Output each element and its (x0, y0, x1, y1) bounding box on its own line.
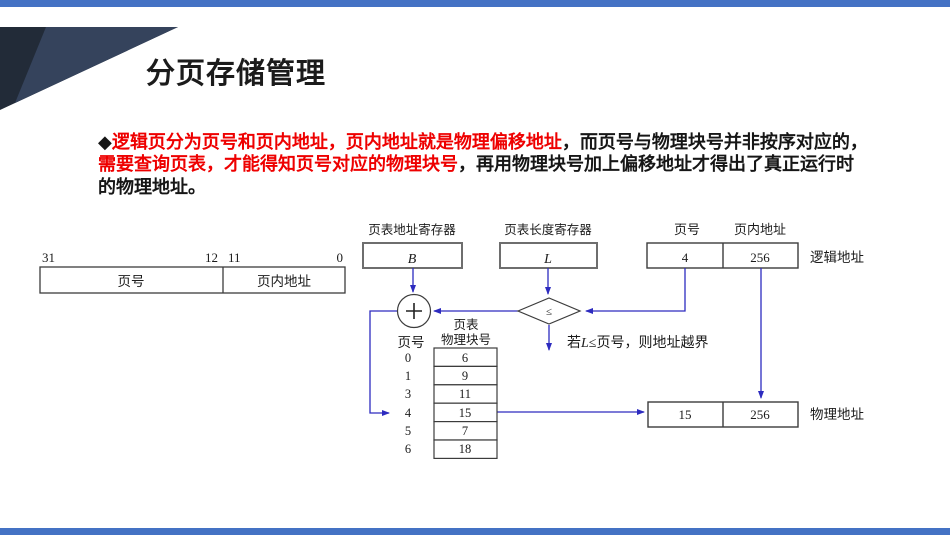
body-black-segment-3: 的物理地址。 (98, 176, 206, 197)
block-number: 18 (459, 442, 472, 456)
bitfield-rect (39, 266, 346, 294)
bit-31-label: 31 (42, 250, 55, 265)
plus-icon (406, 303, 422, 319)
adder-page-label: 页号 (398, 335, 425, 350)
compare-diamond (516, 297, 582, 325)
bit-11-label: 11 (228, 250, 241, 265)
logical-offset-value: 256 (750, 250, 770, 265)
body-black-segment-1: ，而页号与物理块号并非按序对应的， (561, 132, 868, 152)
page-table-row (433, 439, 498, 459)
logical-address-caption: 逻辑地址 (810, 250, 864, 265)
block-number: 7 (462, 424, 468, 438)
reg-b-value: B (408, 252, 417, 267)
page-number: 0 (405, 351, 411, 365)
page-table-block-numbers: 6 9 11 15 7 18 (459, 351, 472, 456)
logical-page-label: 页号 (674, 222, 700, 237)
bit-0-label: 0 (337, 250, 344, 265)
page-table-page-numbers: 0 1 3 4 5 6 (405, 351, 412, 456)
bitfield-offset-cell: 页内地址 (257, 274, 311, 289)
reg-l-box (499, 242, 598, 269)
bottom-accent-bar (0, 528, 950, 535)
body-red-segment-2: 需要查询页表，才能得知页号对应的物理块号 (98, 154, 458, 175)
body-paragraph: ◆逻辑页分为页号和页内地址，页内地址就是物理偏移地址，而页号与物理块号并非按序对… (98, 131, 868, 198)
flow-lines (369, 268, 764, 416)
page-table-title-2: 物理块号 (441, 333, 491, 347)
block-number: 9 (462, 369, 468, 383)
block-number: 15 (459, 406, 472, 420)
slide-title: 分页存储管理 (146, 58, 327, 90)
block-number: 6 (462, 351, 468, 365)
corner-triangle-light (15, 27, 178, 103)
page-number: 6 (405, 442, 411, 456)
leq-icon: ≤ (546, 306, 552, 318)
page-number: 4 (405, 406, 412, 420)
reg-l-label: 页表长度寄存器 (504, 222, 592, 237)
physical-offset-value: 256 (750, 407, 770, 422)
physical-block-value: 15 (679, 407, 692, 422)
page-number: 1 (405, 369, 411, 383)
logical-offset-label: 页内地址 (734, 222, 786, 237)
page-table-title-1: 页表 (453, 318, 479, 332)
reg-l-value: L (543, 252, 552, 267)
line-plus-to-table (369, 310, 398, 416)
boundary-condition-text: 若L≤页号，则地址越界 (567, 335, 708, 351)
body-black-segment-2: ，再用物理块号加上偏移地址才得出了真正运行时 (458, 154, 854, 175)
page-number: 5 (405, 424, 411, 438)
corner-decoration (0, 27, 178, 110)
reg-b-label: 页表地址寄存器 (368, 222, 456, 237)
block-number: 11 (459, 387, 471, 401)
bit-12-label: 12 (205, 250, 218, 265)
line-page-to-compare (585, 268, 686, 314)
bitfield-page-cell: 页号 (118, 274, 145, 289)
page-number: 3 (405, 387, 411, 401)
bullet-diamond: ◆ (98, 132, 112, 152)
logical-page-value: 4 (682, 250, 689, 265)
page-table (433, 347, 498, 459)
bitfield-box: 31 12 11 0 页号 页内地址 (39, 250, 346, 294)
top-accent-bar (0, 0, 950, 7)
address-translation-diagram: 31 12 11 0 页号 页内地址 页表地址寄存器 B 页表长度寄存器 L 页… (39, 222, 864, 459)
physical-address-caption: 物理地址 (810, 407, 864, 422)
body-red-segment-1: 逻辑页分为页号和页内地址，页内地址就是物理偏移地址 (111, 132, 562, 152)
